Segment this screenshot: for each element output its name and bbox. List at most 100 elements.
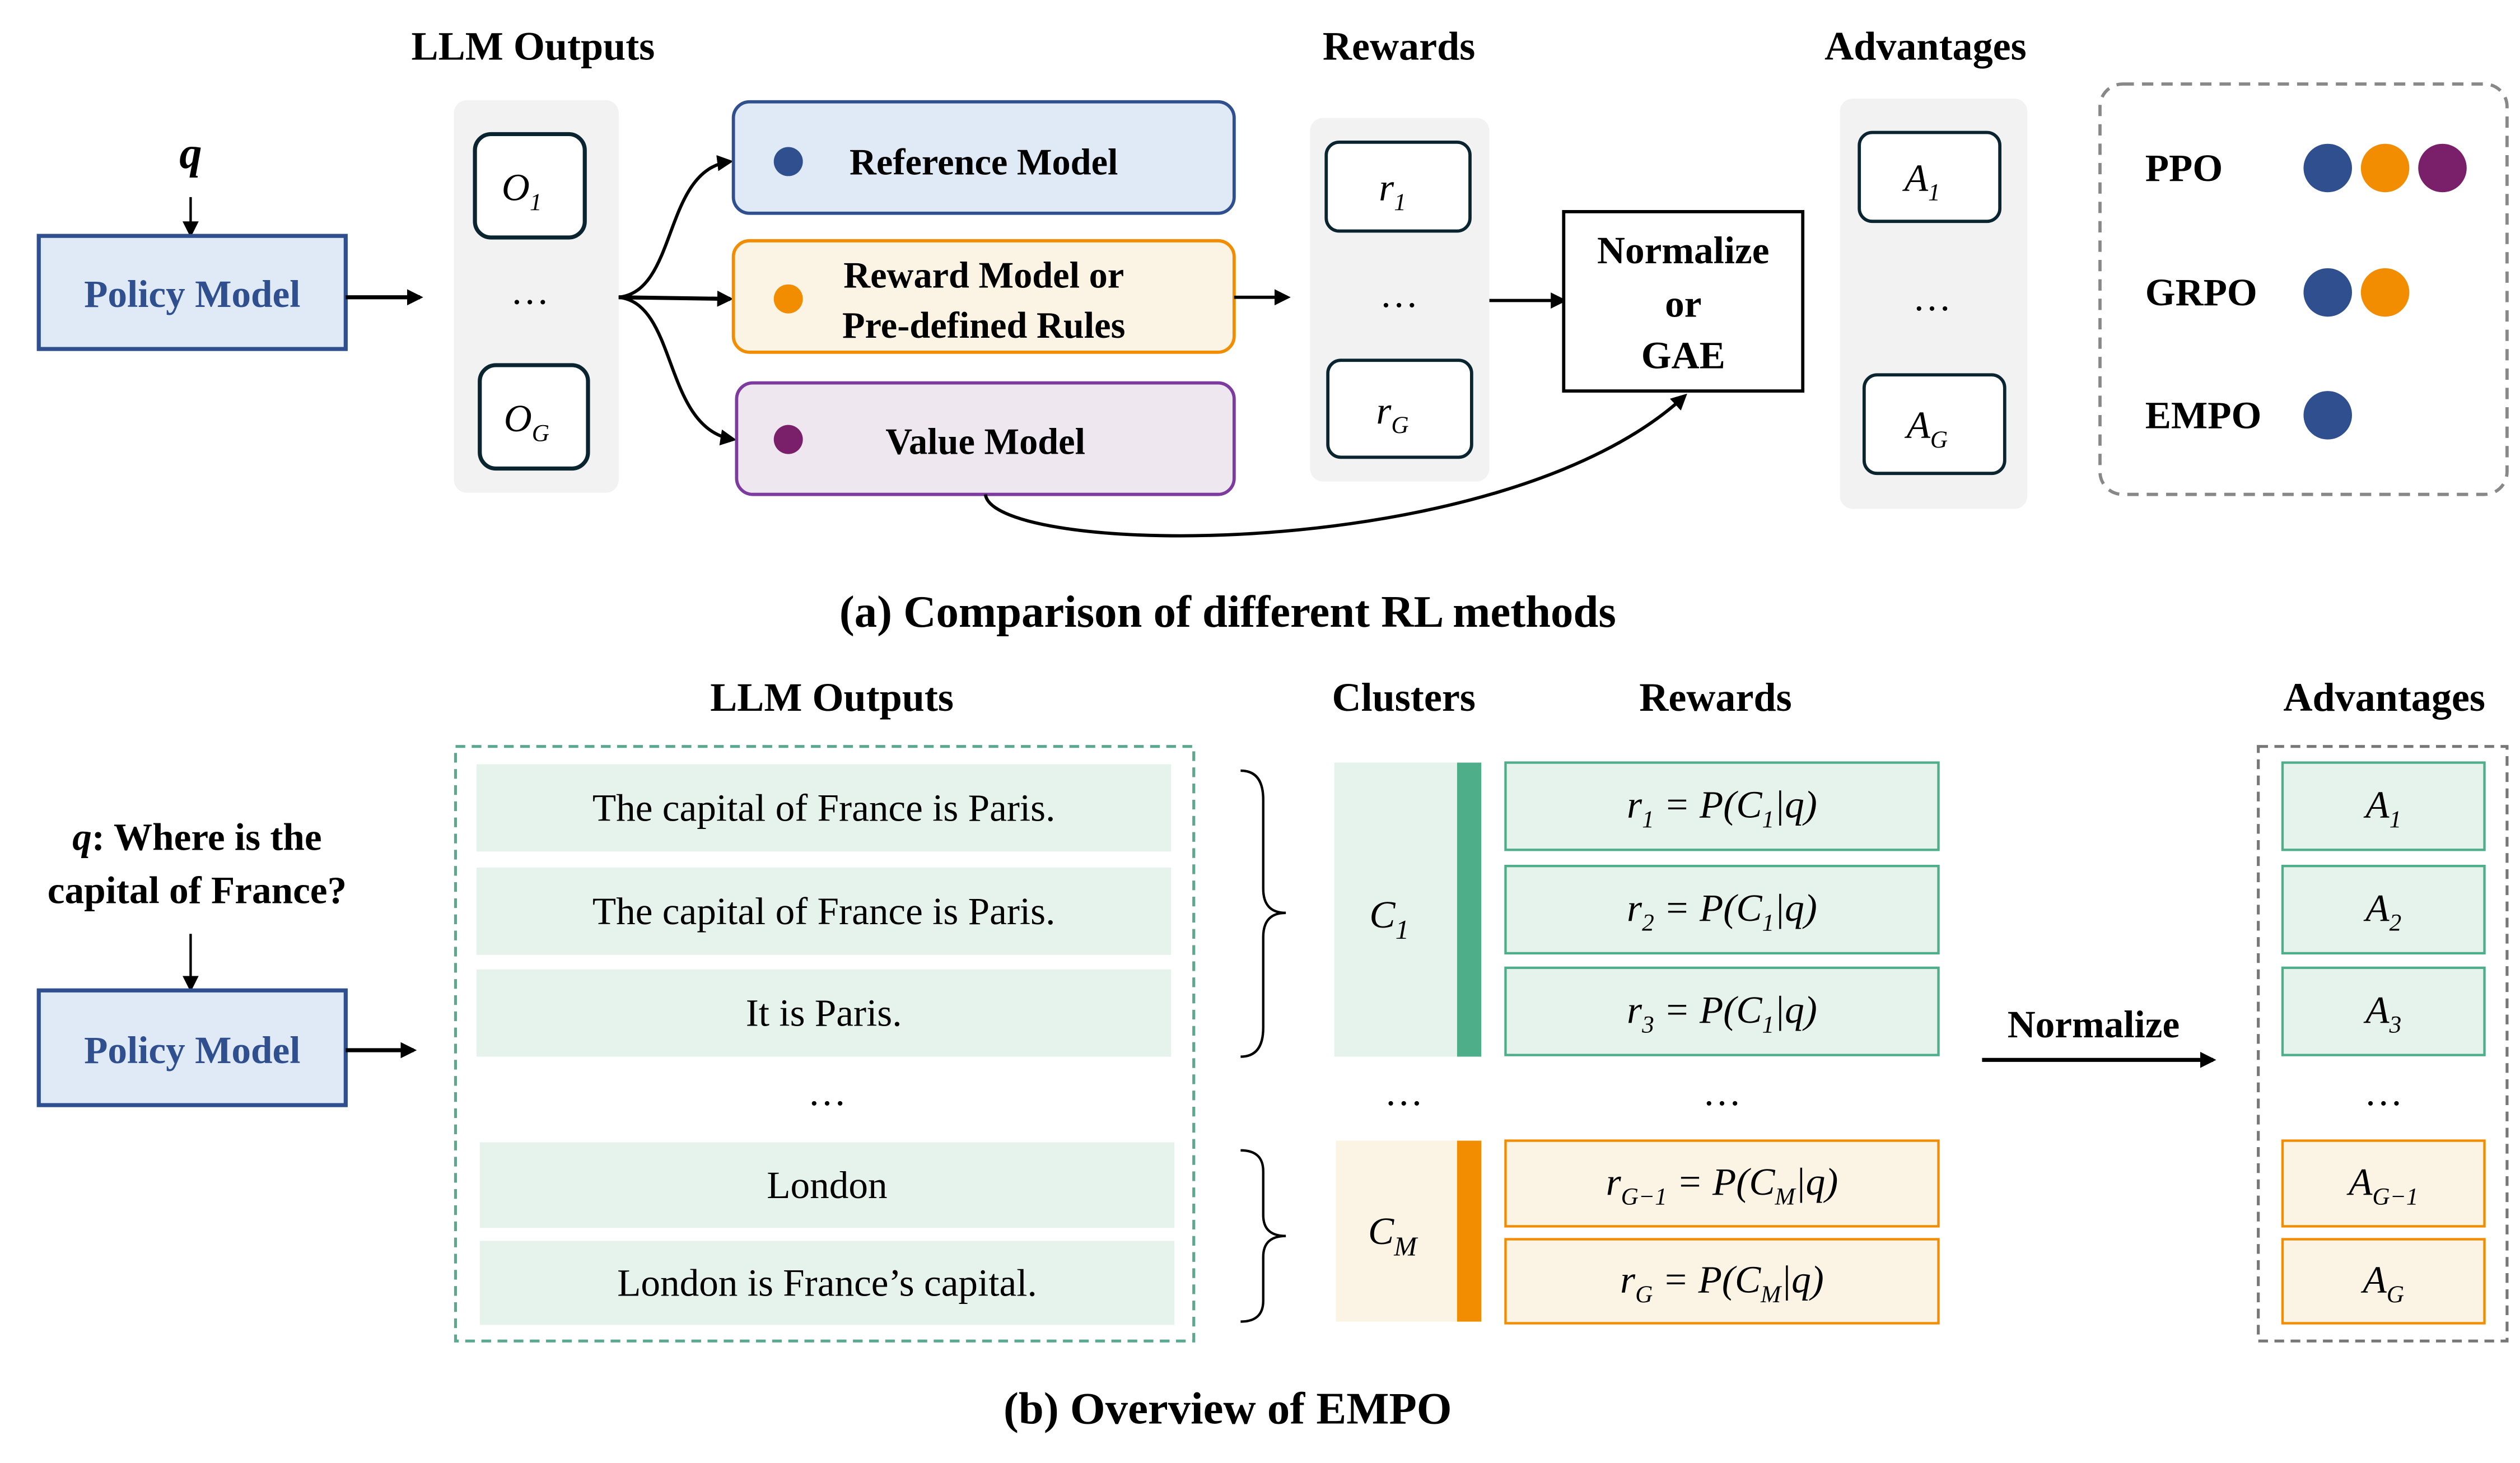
ellipsis: …	[1384, 1070, 1423, 1113]
reward-box	[1324, 140, 1472, 233]
advantage-first: A1	[1902, 156, 1940, 206]
brace-icon	[1240, 769, 1286, 1058]
reward-box	[1504, 864, 1940, 955]
advantage-box	[2281, 1139, 2486, 1228]
output-box	[478, 363, 590, 471]
orange-dot-icon	[2360, 268, 2410, 317]
normalize-label: Normalize	[2008, 1003, 2180, 1046]
normalize-or-gae-box: Normalize or GAE	[1562, 209, 1805, 393]
title-advantages: Advantages	[1824, 24, 2027, 69]
caption-b: (b) Overview of EMPO	[1004, 1383, 1452, 1433]
reward-box	[1504, 1139, 1940, 1228]
reward-last: rG	[1376, 389, 1408, 439]
reward-model-box: Reward Model or Pre-defined Rules	[731, 239, 1236, 354]
purple-dot-icon	[773, 425, 803, 454]
output-row	[476, 764, 1172, 852]
formula: r2 = P(C1|q)	[1627, 886, 1817, 936]
output-row	[476, 868, 1172, 955]
part-b: LLM Outputs Clusters Rewards Advantages …	[36, 675, 2509, 1433]
advantage-last: AG	[1905, 403, 1948, 453]
output-box	[473, 132, 587, 240]
svg-text:C1: C1	[1369, 893, 1409, 945]
title-rewards: Rewards	[1323, 24, 1475, 69]
output-row	[476, 969, 1172, 1057]
title-clusters: Clusters	[1332, 675, 1476, 720]
legend-box	[2098, 82, 2509, 496]
rewards-list: r1 = P(C1|q)r2 = P(C1|q)r3 = P(C1|q)…rG−…	[1504, 761, 1940, 1325]
value-model-label: Value Model	[885, 422, 1085, 463]
output-text: London is France’s capital.	[617, 1261, 1037, 1304]
gae-label: GAE	[1641, 334, 1725, 377]
part-a: LLM Outputs Rewards Advantages q Policy …	[36, 24, 2509, 637]
ellipsis: …	[2364, 1070, 2403, 1113]
formula: r1 = P(C1|q)	[1627, 783, 1817, 833]
arrow	[618, 295, 737, 446]
title-rewards: Rewards	[1639, 675, 1791, 720]
ellipsis: …	[511, 269, 549, 312]
output-row	[479, 1142, 1175, 1228]
arrow	[618, 155, 734, 299]
policy-model-label: Policy Model	[84, 272, 300, 315]
formula: rG−1 = P(CM|q)	[1606, 1160, 1838, 1210]
cluster-c1: C1	[1334, 762, 1482, 1057]
reward-box	[1504, 761, 1940, 851]
advantage-box	[2281, 966, 2486, 1056]
ellipsis: …	[1912, 276, 1951, 319]
title-llm-outputs: LLM Outputs	[412, 24, 655, 69]
formula: A2	[2363, 886, 2401, 936]
reward-model-label: Reward Model or	[843, 255, 1124, 296]
formula: AG−1	[2346, 1160, 2418, 1210]
reference-model-label: Reference Model	[850, 142, 1118, 183]
question-line2: capital of France?	[48, 868, 347, 911]
query-symbol: q	[179, 128, 202, 178]
advantages-group	[2257, 745, 2509, 1343]
caption-a: (a) Comparison of different RL methods	[839, 587, 1616, 637]
blue-dot-icon	[773, 147, 803, 176]
normalize-label: Normalize	[1597, 229, 1770, 272]
arrow	[618, 290, 734, 307]
ellipsis: …	[808, 1070, 846, 1113]
ellipsis: …	[1379, 272, 1418, 315]
formula: AG	[2360, 1258, 2404, 1308]
output-first: O1	[502, 166, 542, 216]
policy-model-box: Policy Model	[36, 234, 348, 351]
advantage-box	[1858, 131, 2002, 223]
value-model-box: Value Model	[735, 381, 1236, 496]
output-text: It is Paris.	[746, 991, 902, 1035]
or-label: or	[1665, 282, 1701, 325]
advantage-box	[1862, 373, 2006, 476]
legend: PPO GRPO EMPO	[2145, 143, 2467, 440]
blue-dot-icon	[2303, 268, 2352, 317]
formula: rG = P(CM|q)	[1620, 1258, 1824, 1308]
value-to-gae-arrow	[983, 393, 1687, 538]
orange-dot-icon	[773, 284, 803, 314]
output-row	[479, 1241, 1175, 1325]
formula: r3 = P(C1|q)	[1627, 988, 1817, 1038]
output-last: OG	[504, 397, 549, 446]
legend-label: PPO	[2145, 146, 2223, 189]
output-text: London	[767, 1163, 887, 1206]
cluster-cm: CM	[1336, 1140, 1482, 1322]
purple-dot-icon	[2418, 143, 2467, 193]
reward-box	[1326, 358, 1473, 459]
advantage-box	[2281, 864, 2486, 955]
formula: A1	[2363, 783, 2401, 833]
reference-model-box: Reference Model	[731, 100, 1236, 215]
policy-model-box: Policy Model	[36, 988, 348, 1107]
policy-model-label: Policy Model	[84, 1028, 300, 1071]
orange-dot-icon	[2360, 143, 2410, 193]
title-advantages: Advantages	[2283, 675, 2485, 720]
legend-label: GRPO	[2145, 271, 2257, 314]
output-text: The capital of France is Paris.	[592, 786, 1056, 829]
formula: A3	[2363, 988, 2401, 1038]
blue-dot-icon	[2303, 391, 2352, 440]
legend-label: EMPO	[2145, 393, 2262, 436]
advantage-box	[2281, 761, 2486, 851]
outputs-group	[454, 745, 1196, 1343]
outputs-list: The capital of France is Paris. The capit…	[476, 764, 1175, 1325]
reward-box	[1504, 1238, 1940, 1325]
reward-model-label: Pre-defined Rules	[842, 305, 1125, 346]
advantage-box	[2281, 1238, 2486, 1325]
output-text: The capital of France is Paris.	[592, 889, 1056, 933]
